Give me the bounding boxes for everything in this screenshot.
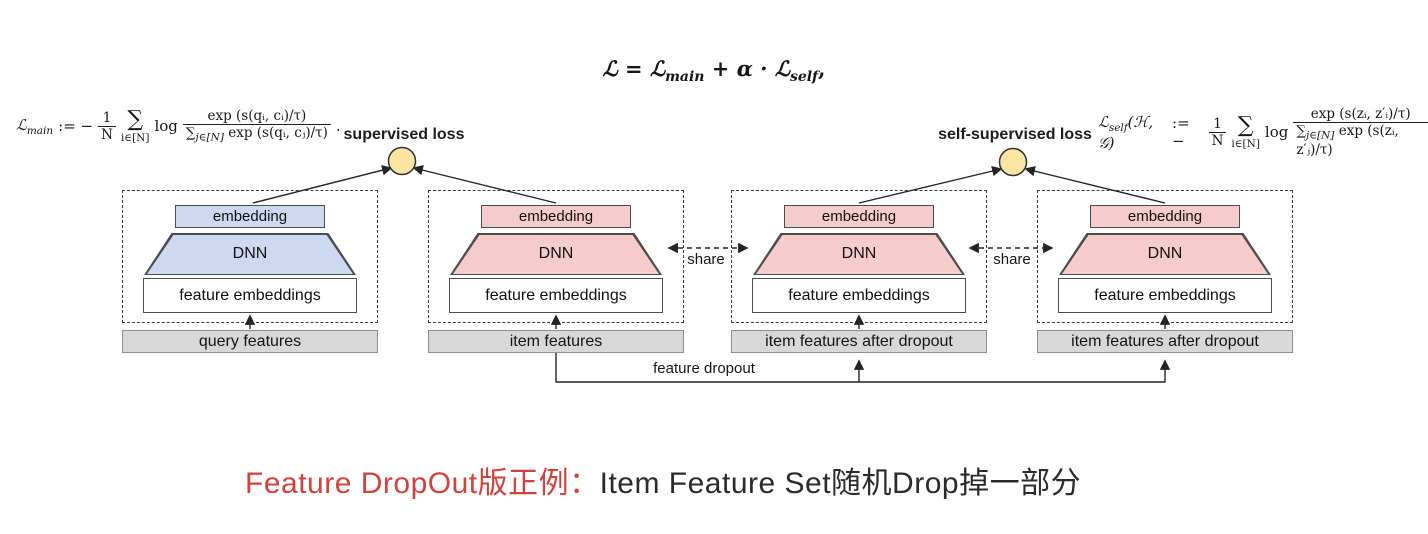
feature-dropout-connector bbox=[555, 353, 1171, 383]
math-script-l: ℒ bbox=[649, 56, 666, 81]
math-assign: := − bbox=[1172, 114, 1190, 151]
formula-main-loss: ℒmain := − 1 N ∑ i∈[N] log exp (s(qᵢ, cᵢ… bbox=[16, 108, 341, 144]
math-softmax-fraction: exp (s(qᵢ, cᵢ)/τ) ∑j∈[N] exp (s(qᵢ, cⱼ)/… bbox=[182, 108, 331, 144]
feature-embeddings-box: feature embeddings bbox=[1058, 278, 1272, 313]
supervised-loss-label: supervised loss bbox=[343, 126, 465, 143]
self-supervised-loss-label: self-supervised loss bbox=[938, 126, 1092, 143]
item-features-box: item features bbox=[428, 330, 684, 353]
feature-embeddings-box: feature embeddings bbox=[752, 278, 966, 313]
math-script-l: ℒself(ℋ, 𝒢) bbox=[1098, 112, 1154, 152]
caption-red-text: Feature DropOut版正例： bbox=[245, 467, 600, 500]
share-label-right: share bbox=[993, 251, 1031, 268]
item-features-after-dropout-box: item features after dropout bbox=[1037, 330, 1293, 353]
dnn-trapezoid: DNN bbox=[1059, 233, 1271, 275]
math-comma: , bbox=[818, 56, 826, 81]
math-op: + α · bbox=[711, 56, 768, 81]
query-features-box: query features bbox=[122, 330, 378, 353]
embedding-box: embedding bbox=[175, 205, 325, 228]
embedding-box: embedding bbox=[1090, 205, 1240, 228]
math-period: . bbox=[335, 117, 341, 136]
formula-total-loss: ℒ = ℒmain + α · ℒself, bbox=[0, 56, 1428, 85]
math-sub-main: main bbox=[665, 69, 705, 86]
math-assign: := − bbox=[58, 117, 94, 136]
caption: Feature DropOut版正例：Item Feature Set随机Dro… bbox=[245, 458, 1081, 502]
feature-dropout-label: feature dropout bbox=[653, 360, 755, 377]
math-log: log bbox=[1264, 123, 1289, 142]
caption-black-text: Item Feature Set随机Drop掉一部分 bbox=[599, 467, 1082, 500]
math-script-l: ℒ bbox=[602, 56, 618, 81]
supervised-loss-node bbox=[387, 146, 417, 176]
formula-self-loss: ℒself(ℋ, 𝒢) := − 1 N ∑ i∈[N] log exp (s(… bbox=[1098, 106, 1428, 159]
math-equals: = bbox=[625, 56, 643, 81]
embedding-box: embedding bbox=[481, 205, 631, 228]
math-frac-1-over-n: 1 N bbox=[98, 110, 116, 143]
math-log: log bbox=[154, 117, 178, 136]
dnn-trapezoid: DNN bbox=[144, 233, 356, 275]
share-label-left: share bbox=[687, 251, 725, 268]
math-softmax-fraction: exp (s(zᵢ, z′ᵢ)/τ) ∑j∈[N] exp (s(zᵢ, z′ⱼ… bbox=[1293, 106, 1428, 159]
feature-embeddings-box: feature embeddings bbox=[143, 278, 357, 313]
math-sum: ∑ i∈[N] bbox=[120, 106, 150, 144]
math-sum: ∑ i∈[N] bbox=[1231, 113, 1260, 151]
dnn-trapezoid: DNN bbox=[450, 233, 662, 275]
math-script-l: ℒ bbox=[774, 56, 790, 81]
math-script-l: ℒmain bbox=[16, 115, 54, 137]
self-supervised-loss-node bbox=[998, 147, 1028, 177]
dnn-trapezoid: DNN bbox=[753, 233, 965, 275]
feature-embeddings-box: feature embeddings bbox=[449, 278, 663, 313]
item-features-after-dropout-box: item features after dropout bbox=[731, 330, 987, 353]
math-sub-self: self bbox=[789, 69, 819, 86]
math-frac-1-over-n: 1 N bbox=[1208, 116, 1227, 149]
embedding-box: embedding bbox=[784, 205, 934, 228]
